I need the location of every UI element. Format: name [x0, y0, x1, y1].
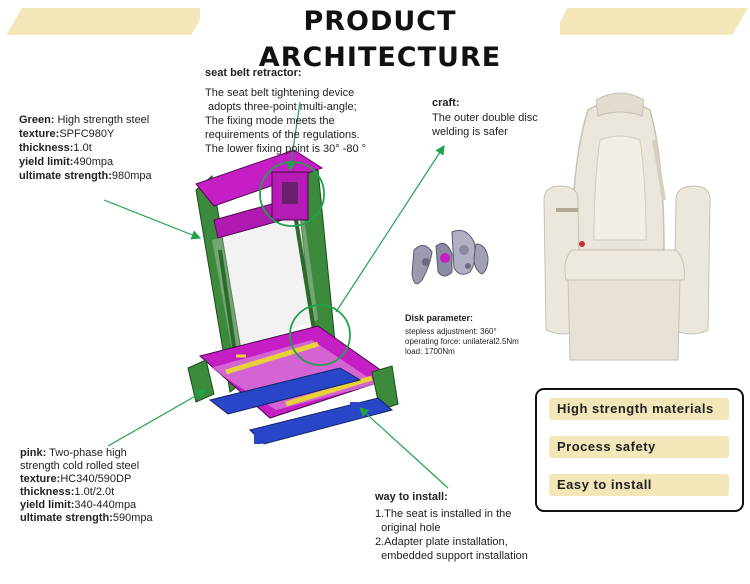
retractor-line: The lower fixing point is 30° -80 ° [205, 143, 367, 155]
craft-title: craft: [432, 97, 460, 109]
green-yield: 490mpa [73, 156, 114, 168]
disk-line: stepless adjustment: 360° [405, 327, 497, 336]
green-yield-label: yield limit: [19, 156, 74, 168]
disk-parts-image [411, 229, 489, 285]
install-line: original hole [375, 522, 441, 534]
install-line: 1.The seat is installed in the [375, 508, 512, 520]
pink-desc1: Two-phase high [49, 447, 127, 459]
pink-thickness: 1.0t/2.0t [74, 486, 115, 498]
arrow-green-label [103, 199, 202, 240]
disk-line: operating force: unilateral2.5Nm [405, 337, 519, 346]
craft-line: The outer double disc [432, 112, 538, 124]
feature-process-safety: Process safety [549, 436, 729, 458]
pink-ultimate: 590mpa [112, 512, 153, 524]
feature-easy-install: Easy to install [549, 474, 729, 496]
page-title: PRODUCT ARCHITECTURE [200, 4, 560, 76]
pink-ultimate-label: ultimate strength: [20, 512, 113, 524]
disk-line: load: 1700Nm [405, 347, 455, 356]
disk-block: Disk parameter: stepless adjustment: 360… [405, 312, 519, 357]
pink-yield: 340-440mpa [74, 499, 137, 511]
pink-texture-label: texture: [20, 473, 61, 485]
green-ultimate-label: ultimate strength: [19, 170, 112, 182]
pink-yield-label: yield limit: [20, 499, 75, 511]
pink-thickness-label: thickness: [20, 486, 75, 498]
green-label: Green: [19, 114, 55, 126]
install-title: way to install: [375, 491, 448, 503]
arrow-install [359, 407, 449, 489]
install-line: embedded support installation [375, 550, 528, 562]
craft-line: welding is safer [432, 126, 508, 138]
pink-label: pink: [20, 447, 47, 459]
green-thickness: 1.0t [73, 142, 92, 154]
retractor-line: adopts three-point multi-angle; [205, 101, 357, 113]
green-texture: SPFC980Y [59, 128, 115, 140]
retractor-line: The seat belt tightening device [205, 87, 355, 99]
disk-title: Disk parameter: [405, 313, 474, 323]
feature-high-strength: High strength materials [549, 398, 729, 420]
green-thickness-label: thickness: [19, 142, 74, 154]
seat-frame-image [187, 149, 399, 445]
chair-image [543, 92, 711, 361]
green-texture-label: texture: [19, 128, 60, 140]
features-box: High strength materials Process safety E… [535, 388, 744, 512]
green-ultimate: 980mpa [111, 170, 152, 182]
pink-texture: HC340/590DP [60, 473, 132, 485]
arrow-retractor [286, 101, 301, 172]
arrow-craft [335, 144, 445, 313]
install-block: way to install: 1.The seat is installed … [375, 490, 528, 563]
retractor-line: requirements of the regulations. [205, 129, 360, 141]
arrow-pink-label [107, 389, 208, 447]
craft-block: craft: The outer double disc welding is … [432, 96, 538, 139]
green-spec-block: Green: High strength steel texture:SPFC9… [19, 113, 152, 183]
green-desc: High strength steel [57, 114, 150, 126]
retractor-line: The fixing mode meets the [205, 115, 335, 127]
retractor-block: seat belt retractor: The seat belt tight… [205, 66, 366, 156]
retractor-title: seat belt retractor: [205, 67, 302, 79]
install-line: 2.Adapter plate installation, [375, 536, 508, 548]
pink-desc2: strength cold rolled steel [20, 460, 140, 472]
pink-spec-block: pink: Two-phase high strength cold rolle… [20, 447, 153, 525]
